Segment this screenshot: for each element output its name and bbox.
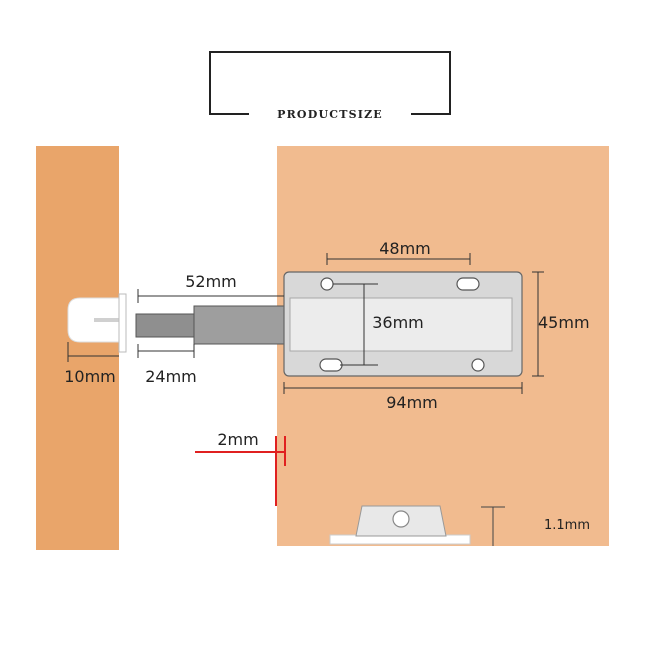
- mounting-hole-top-left: [320, 277, 334, 291]
- bottom-bracket-hole: [392, 510, 410, 528]
- dim-label-2: 2mm: [217, 430, 258, 449]
- mounting-slot-top-right: [456, 277, 480, 291]
- push-rod-sleeve: [193, 305, 289, 345]
- left-door-panel: [36, 146, 119, 550]
- dim-label-10: 10mm: [64, 367, 116, 386]
- mounting-slot-bottom-left: [319, 358, 343, 372]
- striker-plate: [67, 297, 120, 343]
- latch-housing-center: [289, 297, 513, 352]
- push-rod: [135, 313, 195, 338]
- title-frame-right-base: [411, 113, 451, 115]
- striker-pin: [94, 318, 119, 322]
- dim-label-48: 48mm: [379, 239, 431, 258]
- title-frame-left-base: [209, 113, 249, 115]
- dim-label-36: 36mm: [372, 313, 424, 332]
- page-title: PRODUCTSIZE: [277, 108, 383, 121]
- dim-label-94: 94mm: [386, 393, 438, 412]
- title-frame: PRODUCTSIZE: [209, 51, 451, 121]
- dim-label-45: 45mm: [538, 313, 590, 332]
- dim-label-1-1: 1.1mm: [544, 518, 590, 533]
- striker-bumper: [118, 293, 127, 353]
- dim-label-52: 52mm: [185, 272, 237, 291]
- mounting-hole-bottom-right: [471, 358, 485, 372]
- dim-label-24: 24mm: [145, 367, 197, 386]
